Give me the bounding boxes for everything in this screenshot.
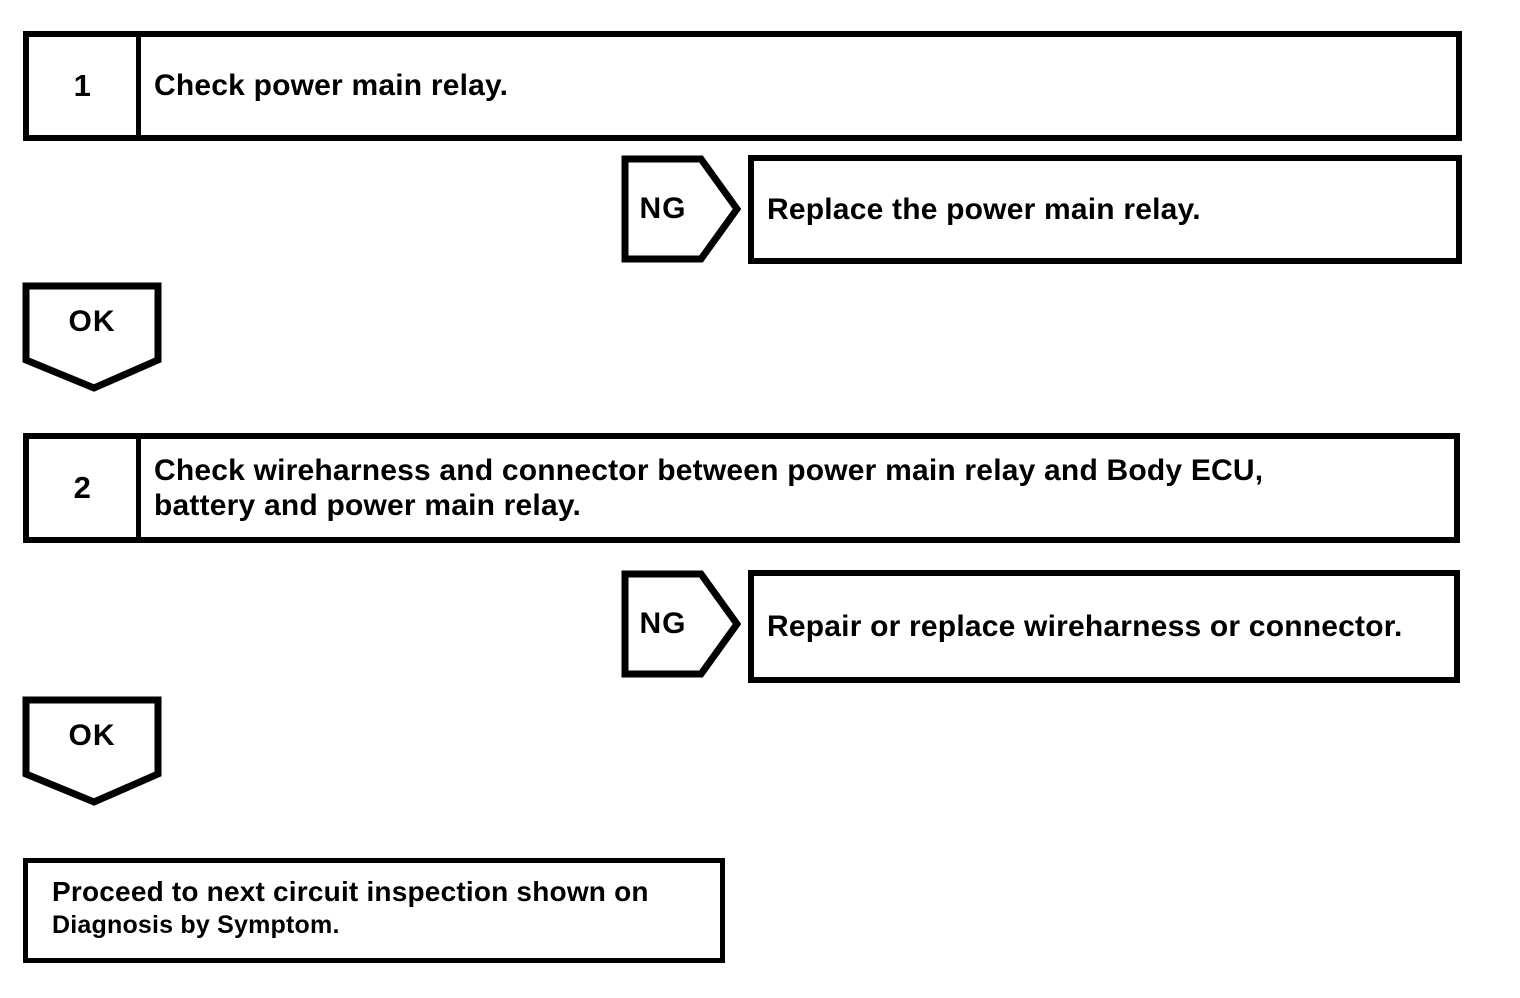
ng-connector-right-icon (621, 570, 741, 678)
step-1-number: 1 (29, 37, 141, 135)
ok-connector-down-icon (22, 696, 162, 806)
step-1-ng-action-box: Replace the power main relay. (748, 155, 1462, 264)
step-1-ng-action-text: Replace the power main relay. (767, 192, 1201, 226)
ng-connector-right-icon (621, 155, 741, 263)
step-2-number: 2 (29, 439, 141, 537)
terminal-line-1: Proceed to next circuit inspection shown… (52, 876, 649, 907)
step-2-box: 2 Check wireharness and connector betwee… (23, 433, 1460, 543)
step-2-instruction: Check wireharness and connector between … (154, 453, 1264, 522)
ok-connector-down-icon (22, 282, 162, 392)
step-2-ng-action-text: Repair or replace wireharness or connect… (767, 609, 1403, 643)
step-1-box: 1 Check power main relay. (23, 31, 1462, 141)
step-1-instruction: Check power main relay. (154, 69, 509, 103)
step-2-ng-action-box: Repair or replace wireharness or connect… (748, 570, 1460, 683)
terminal-action-box: Proceed to next circuit inspection shown… (23, 858, 725, 963)
terminal-line-2: Diagnosis by Symptom. (52, 911, 340, 939)
